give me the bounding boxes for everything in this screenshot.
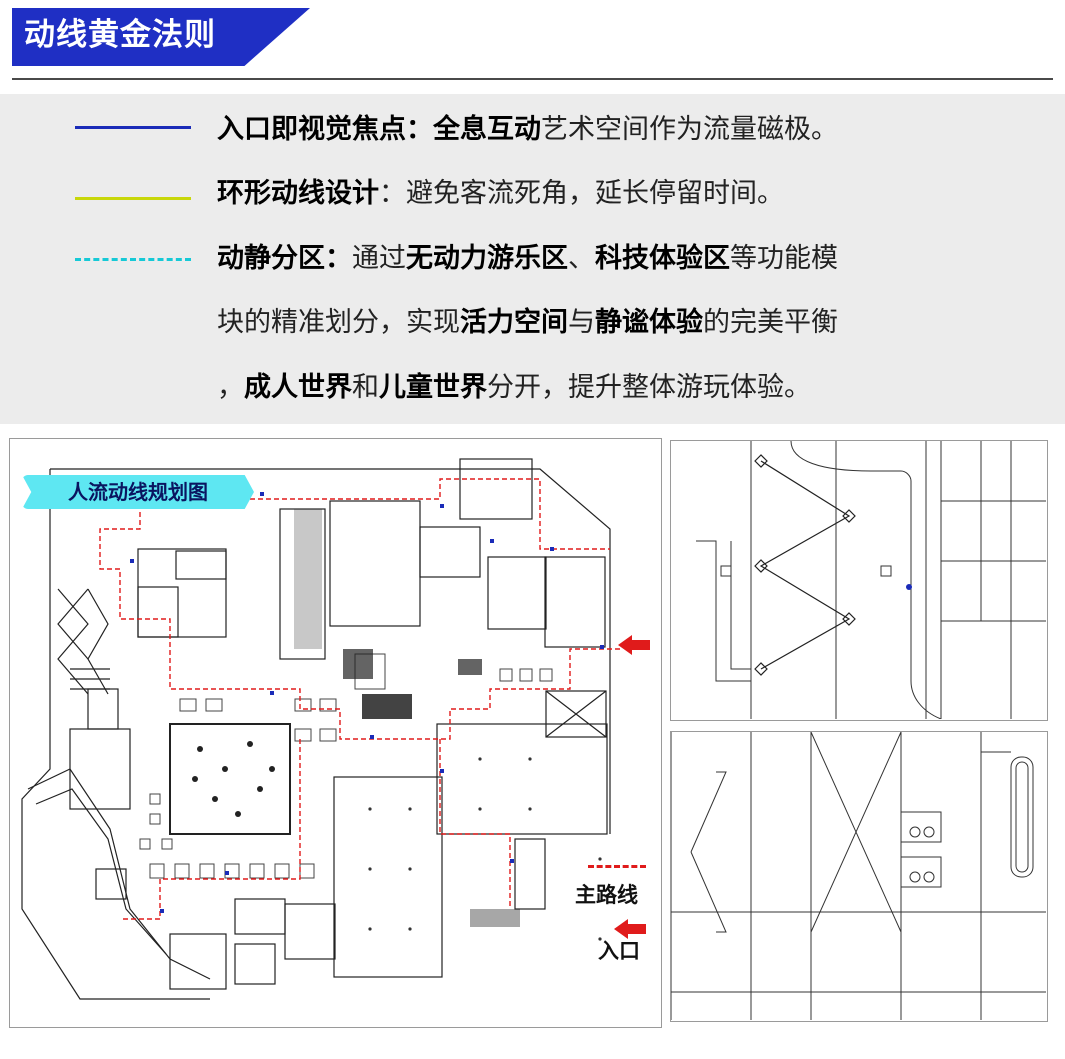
outer-wall-top xyxy=(50,468,611,834)
atrium-block xyxy=(333,776,443,978)
rule-zoning-line-2: 块的精准划分，实现活力空间与静谧体验的完美平衡 xyxy=(217,291,1017,355)
detail-drawing-slide xyxy=(671,732,1046,1020)
map-title: 人流动线规划图 xyxy=(68,480,208,504)
rule-text: 和 xyxy=(352,372,379,403)
legend-line-cyan-dashed xyxy=(75,258,191,261)
outer-wall-left xyxy=(21,469,210,1000)
entry-label: 入口 xyxy=(598,939,640,963)
rule-bold-text: 儿童世界 xyxy=(379,372,487,403)
legend-line-blue xyxy=(75,126,191,129)
detail-plan-slide-zone xyxy=(670,731,1048,1022)
rule-text: 、 xyxy=(568,243,595,274)
entry-arrow-icon xyxy=(614,919,646,939)
rule-text: 艺术空间作为流量磁极。 xyxy=(541,114,838,145)
room-block xyxy=(279,508,326,660)
rule-entrance-focus: 入口即视觉焦点：全息互动艺术空间作为流量磁极。 xyxy=(217,98,1017,162)
rule-bold-text: 科技体验区 xyxy=(595,243,730,274)
diagonal-wing xyxy=(27,768,211,980)
rule-text: 块的精准划分，实现 xyxy=(217,307,460,338)
rule-zoning-line-3: ，成人世界和儿童世界分开，提升整体游玩体验。 xyxy=(217,356,1017,420)
rule-bold-text: 活力空间 xyxy=(460,307,568,338)
rule-text: ， xyxy=(217,372,244,403)
room-block xyxy=(329,500,421,627)
route-legend-dash xyxy=(588,865,646,868)
floor-plan-drawing xyxy=(21,458,650,1000)
main-route-branch xyxy=(120,739,511,920)
hall-block xyxy=(169,723,291,835)
room-block xyxy=(459,458,533,520)
rule-text: 的完美平衡 xyxy=(703,307,838,338)
main-floor-plan: 人流动线规划图 主路线 入口 xyxy=(9,438,662,1028)
rule-text: ：避免客流死角，延长停留时间。 xyxy=(379,178,784,209)
rule-bold-text: 入口即视觉焦点：全息互动 xyxy=(217,114,541,145)
rule-loop-circulation: 环形动线设计：避免客流死角，延长停留时间。 xyxy=(217,162,1017,226)
rule-zoning-line-1: 动静分区：通过无动力游乐区、科技体验区等功能模 xyxy=(217,227,1017,291)
page-title: 动线黄金法则 xyxy=(24,17,216,53)
route-legend-label: 主路线 xyxy=(575,883,638,907)
rule-text: 等功能模 xyxy=(730,243,838,274)
rule-text: 分开，提升整体游玩体验。 xyxy=(487,372,811,403)
rule-bold-text: 环形动线设计 xyxy=(217,178,379,209)
rule-bold-text: 成人世界 xyxy=(244,372,352,403)
rule-bold-text: 动静分区： xyxy=(217,243,352,274)
rule-bold-text: 无动力游乐区 xyxy=(406,243,568,274)
room-block xyxy=(137,548,227,638)
atrium-block xyxy=(436,723,608,835)
entry-arrow-icon xyxy=(618,635,650,655)
rules-panel: 入口即视觉焦点：全息互动艺术空间作为流量磁极。 环形动线设计：避免客流死角，延长… xyxy=(0,94,1065,424)
rule-text: 通过 xyxy=(352,243,406,274)
legend-line-yellow xyxy=(75,197,191,200)
main-route-loop xyxy=(99,478,620,740)
map-title-badge: 人流动线规划图 xyxy=(22,475,254,509)
detail-drawing-net xyxy=(696,441,1046,719)
detail-plan-net-zone xyxy=(670,440,1048,721)
rule-text: 与 xyxy=(568,307,595,338)
rule-bold-text: 静谧体验 xyxy=(595,307,703,338)
header-divider xyxy=(12,78,1053,80)
